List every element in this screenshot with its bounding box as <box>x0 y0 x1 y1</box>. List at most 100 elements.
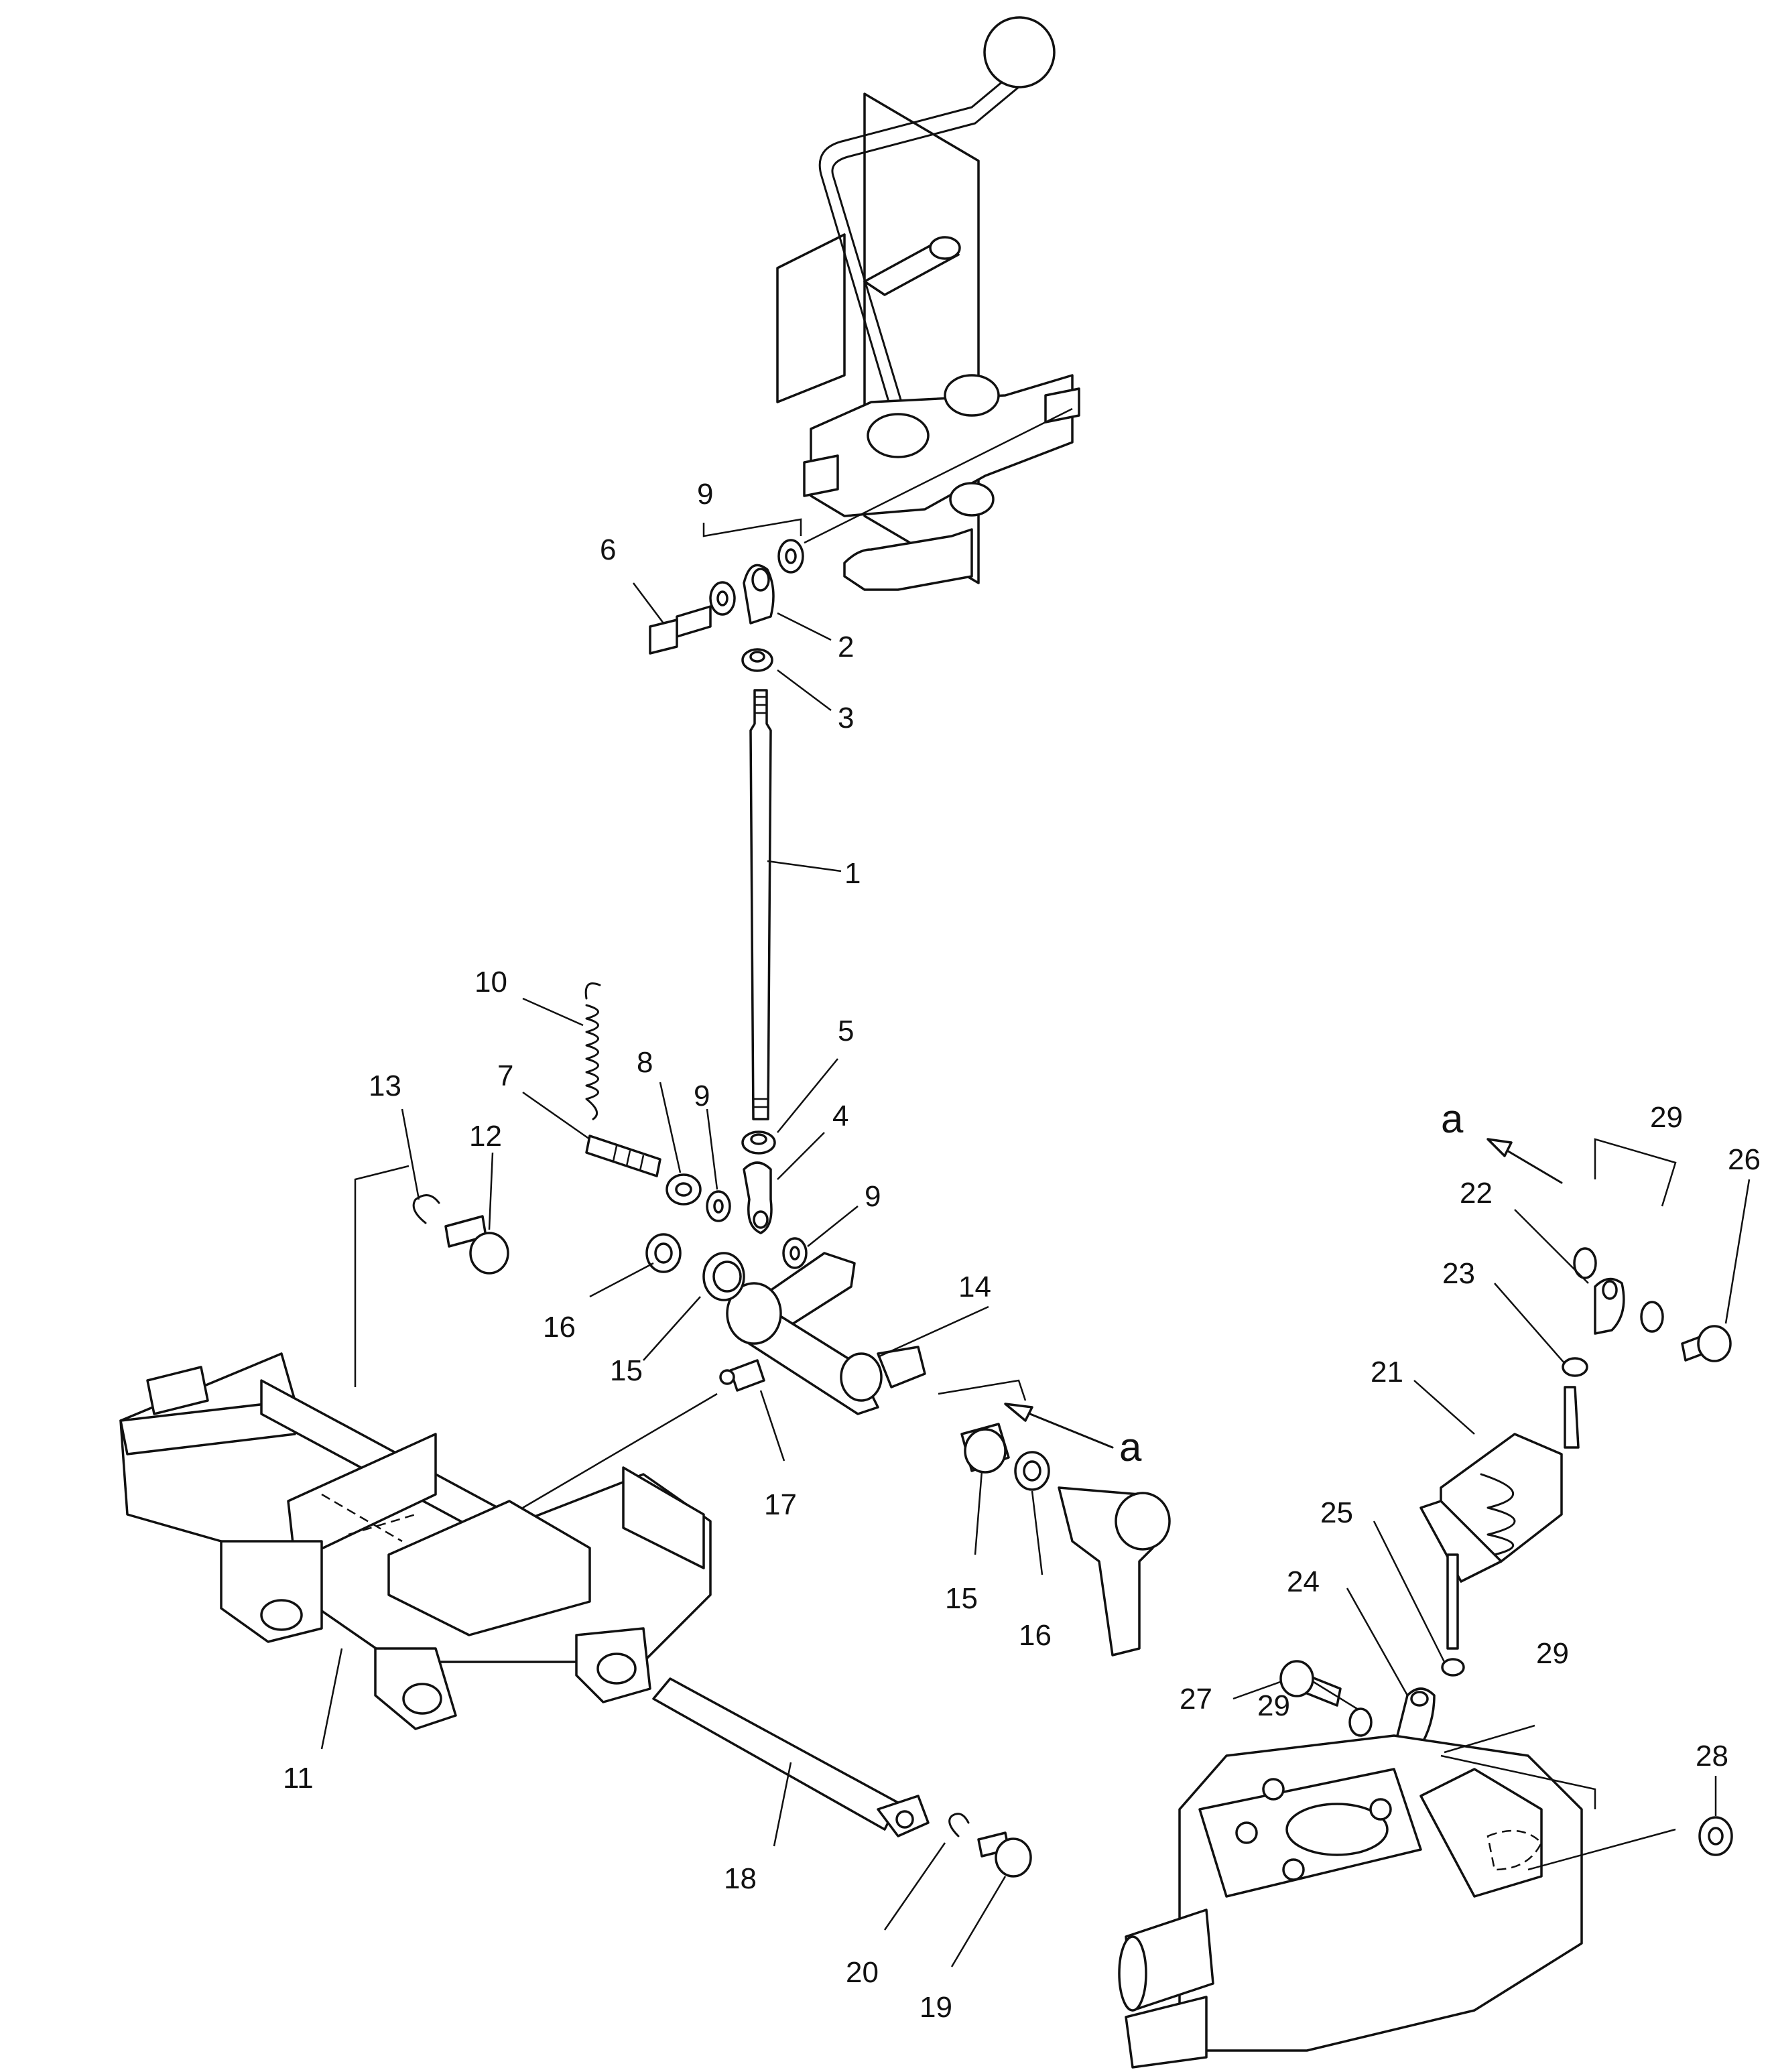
washer-9-upper-left-hole <box>716 590 729 606</box>
control-valve-port-3 <box>1369 1798 1392 1821</box>
leader-5 <box>777 1058 838 1133</box>
leader-16-upper <box>589 1262 654 1298</box>
callout-labels: 1 2 3 4 5 6 7 8 9 9 9 10 11 12 13 14 15 … <box>283 478 1761 2024</box>
lever-tab-left <box>803 454 839 497</box>
bracket-11-foot-mid-hole <box>402 1683 442 1715</box>
bracket-11-foot-right-hole <box>596 1653 637 1685</box>
callout-27: 27 <box>1180 1683 1212 1715</box>
nut-23 <box>1562 1357 1588 1377</box>
seal-16-lower-bore <box>1023 1460 1041 1482</box>
control-lever-rod-inner <box>831 86 1020 454</box>
control-valve-port-1 <box>1235 1821 1258 1844</box>
lever-arm-boss <box>1115 1492 1171 1551</box>
shaft-assembly-14 <box>645 1233 1171 1657</box>
lever-pivot-shaft-end <box>929 236 961 260</box>
leader-8 <box>659 1082 682 1173</box>
leader-20 <box>883 1842 946 1931</box>
bracket-11-front-rail <box>119 1399 296 1455</box>
leader-18 <box>773 1762 792 1847</box>
nut-28-hole <box>1708 1827 1724 1846</box>
pin-12-ring-13 <box>412 1194 509 1275</box>
callout-a-lower: a <box>1119 1425 1142 1470</box>
leader-11 <box>320 1648 343 1750</box>
callout-21: 21 <box>1371 1356 1403 1388</box>
bracket-9-upper <box>702 518 802 537</box>
callout-17: 17 <box>764 1488 797 1521</box>
arrow-a-lower-head <box>1004 1403 1033 1422</box>
bolt-6-head <box>649 619 678 655</box>
shaft-14-right-end <box>840 1352 883 1402</box>
callout-25: 25 <box>1320 1496 1353 1529</box>
leader-17 <box>759 1390 785 1462</box>
callout-6: 6 <box>600 533 616 566</box>
leader-29-lower-right <box>1444 1724 1535 1754</box>
spring-10 <box>584 982 601 1120</box>
leader-1 <box>767 860 842 872</box>
leader-lines <box>320 518 1751 1967</box>
callout-26: 26 <box>1728 1143 1761 1176</box>
bracket-11-side-plate <box>622 1466 705 1569</box>
callout-23: 23 <box>1442 1257 1475 1290</box>
leader-13 <box>401 1108 420 1200</box>
control-valve-hidden-seal <box>1486 1829 1543 1871</box>
washer-29-lower-left <box>1348 1707 1373 1737</box>
callout-9-middle: 9 <box>694 1080 710 1112</box>
rod-1 <box>749 689 772 1120</box>
bolt-27-head <box>1279 1660 1314 1697</box>
lever-tab-right <box>1044 387 1080 424</box>
pin-18-plate-hole <box>895 1810 914 1829</box>
callout-2: 2 <box>838 631 854 663</box>
lever-knob <box>983 16 1056 88</box>
leader-21 <box>1413 1380 1475 1435</box>
bracket-11-hidden-edges <box>321 1493 416 1543</box>
control-valve-center-boss <box>1285 1803 1389 1856</box>
e-ring-13 <box>412 1194 440 1224</box>
leader-6 <box>633 582 664 624</box>
lever-lower-boss <box>949 482 995 517</box>
callout-29-upper: 29 <box>1650 1101 1683 1134</box>
callout-16-upper: 16 <box>543 1311 576 1344</box>
callout-22: 22 <box>1460 1177 1493 1210</box>
leader-12 <box>488 1152 494 1230</box>
leader-22 <box>1514 1209 1589 1284</box>
leader-15-lower <box>974 1470 983 1555</box>
callout-9-right: 9 <box>865 1180 881 1213</box>
washer-29-top-left <box>1573 1247 1597 1279</box>
bracket-11-tab <box>146 1366 209 1415</box>
callout-12: 12 <box>469 1120 502 1153</box>
shaft-14-lower-arm <box>877 1346 926 1388</box>
detent-rod-upper <box>1564 1386 1580 1449</box>
grease-fitting-17-nipple <box>719 1369 735 1385</box>
lever-hook-bracket <box>843 528 973 591</box>
rod-end-24-eye <box>1410 1691 1429 1707</box>
washer-29-top-right <box>1640 1301 1664 1333</box>
leader-23 <box>1494 1283 1566 1364</box>
lever-base-bracket <box>810 374 1074 517</box>
lower-rod-end-group <box>584 982 808 1269</box>
lever-base-boss <box>867 413 930 458</box>
bracket-11-base <box>119 1352 712 1663</box>
callout-15-lower: 15 <box>945 1582 978 1615</box>
callout-9-upper: 9 <box>697 478 713 511</box>
leader-29-lower-left <box>1313 1681 1358 1710</box>
nut-25 <box>1441 1658 1465 1677</box>
bolt-7-threads <box>612 1145 645 1171</box>
bolt-26-head <box>1697 1325 1732 1362</box>
shaft-14-left-end <box>726 1282 782 1345</box>
seal-16-upper-bore <box>654 1242 673 1264</box>
control-valve-spool-1-end <box>1118 1935 1147 2012</box>
leader-2 <box>777 612 832 641</box>
leader-10 <box>522 997 584 1027</box>
control-valve <box>1118 1734 1733 2069</box>
leader-3 <box>777 669 832 711</box>
nut-3-hole <box>749 651 765 663</box>
callout-13: 13 <box>369 1070 401 1102</box>
control-lever-assembly <box>776 16 1080 591</box>
leader-19 <box>950 1876 1007 1967</box>
grease-fitting-17 <box>729 1359 765 1392</box>
nut-8-hole <box>675 1182 692 1197</box>
bracket-11-link-line-to-13 <box>354 1165 409 1387</box>
callout-29-lower-left: 29 <box>1257 1689 1290 1722</box>
callout-a-upper: a <box>1441 1096 1464 1141</box>
